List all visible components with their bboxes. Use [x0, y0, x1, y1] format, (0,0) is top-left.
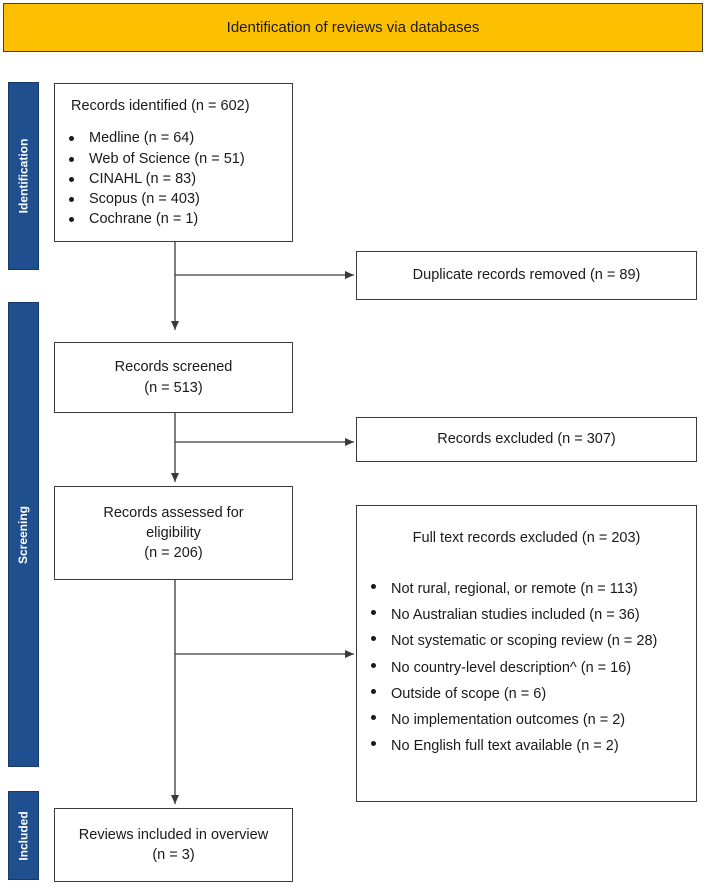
stage-tab-identification: Identification: [8, 82, 39, 270]
exclusion-reason: No English full text available (n = 2): [357, 733, 696, 759]
header-title: Identification of reviews via databases: [226, 19, 480, 36]
eligibility-box: Records assessed for eligibility (n = 20…: [54, 486, 293, 580]
eligibility-count: (n = 206): [144, 545, 203, 562]
exclusion-reason: Not rural, regional, or remote (n = 113): [357, 576, 696, 602]
records-identified-title: Records identified (n = 602): [71, 98, 250, 114]
exclusion-reason: Outside of scope (n = 6): [357, 681, 696, 707]
eligibility-label-line2: eligibility: [146, 524, 201, 541]
source-item: CINAHL (n = 83): [55, 169, 292, 189]
source-item: Scopus (n = 403): [55, 189, 292, 209]
stage-tab-included: Included: [8, 791, 39, 880]
records-identified-box: Records identified (n = 602) Medline (n …: [54, 83, 293, 242]
exclusion-reason: No Australian studies included (n = 36): [357, 602, 696, 628]
records-screened-label: Records screened: [114, 359, 233, 376]
included-label: Reviews included in overview: [78, 826, 269, 843]
exclusion-reason: No country-level description^ (n = 16): [357, 655, 696, 681]
records-excluded-box: Records excluded (n = 307): [356, 417, 697, 462]
source-item: Cochrane (n = 1): [55, 209, 292, 229]
source-item: Web of Science (n = 51): [55, 149, 292, 169]
stage-tab-screening: Screening: [8, 302, 39, 767]
duplicates-removed-label: Duplicate records removed (n = 89): [412, 267, 641, 284]
records-screened-box: Records screened (n = 513): [54, 342, 293, 413]
fulltext-excluded-title: Full text records excluded (n = 203): [412, 530, 641, 546]
source-list: Medline (n = 64) Web of Science (n = 51)…: [55, 128, 292, 229]
source-item: Medline (n = 64): [55, 128, 292, 148]
eligibility-label-line1: Records assessed for: [103, 504, 244, 521]
duplicates-removed-box: Duplicate records removed (n = 89): [356, 251, 697, 300]
exclusion-reasons-list: Not rural, regional, or remote (n = 113)…: [357, 576, 696, 759]
exclusion-reason: Not systematic or scoping review (n = 28…: [357, 628, 696, 654]
records-screened-count: (n = 513): [144, 379, 203, 396]
included-count: (n = 3): [152, 847, 195, 863]
records-excluded-label: Records excluded (n = 307): [437, 431, 616, 448]
exclusion-reason: No implementation outcomes (n = 2): [357, 707, 696, 733]
header-bar: Identification of reviews via databases: [3, 3, 703, 52]
included-box: Reviews included in overview (n = 3): [54, 808, 293, 882]
fulltext-excluded-box: Full text records excluded (n = 203) Not…: [356, 505, 697, 802]
